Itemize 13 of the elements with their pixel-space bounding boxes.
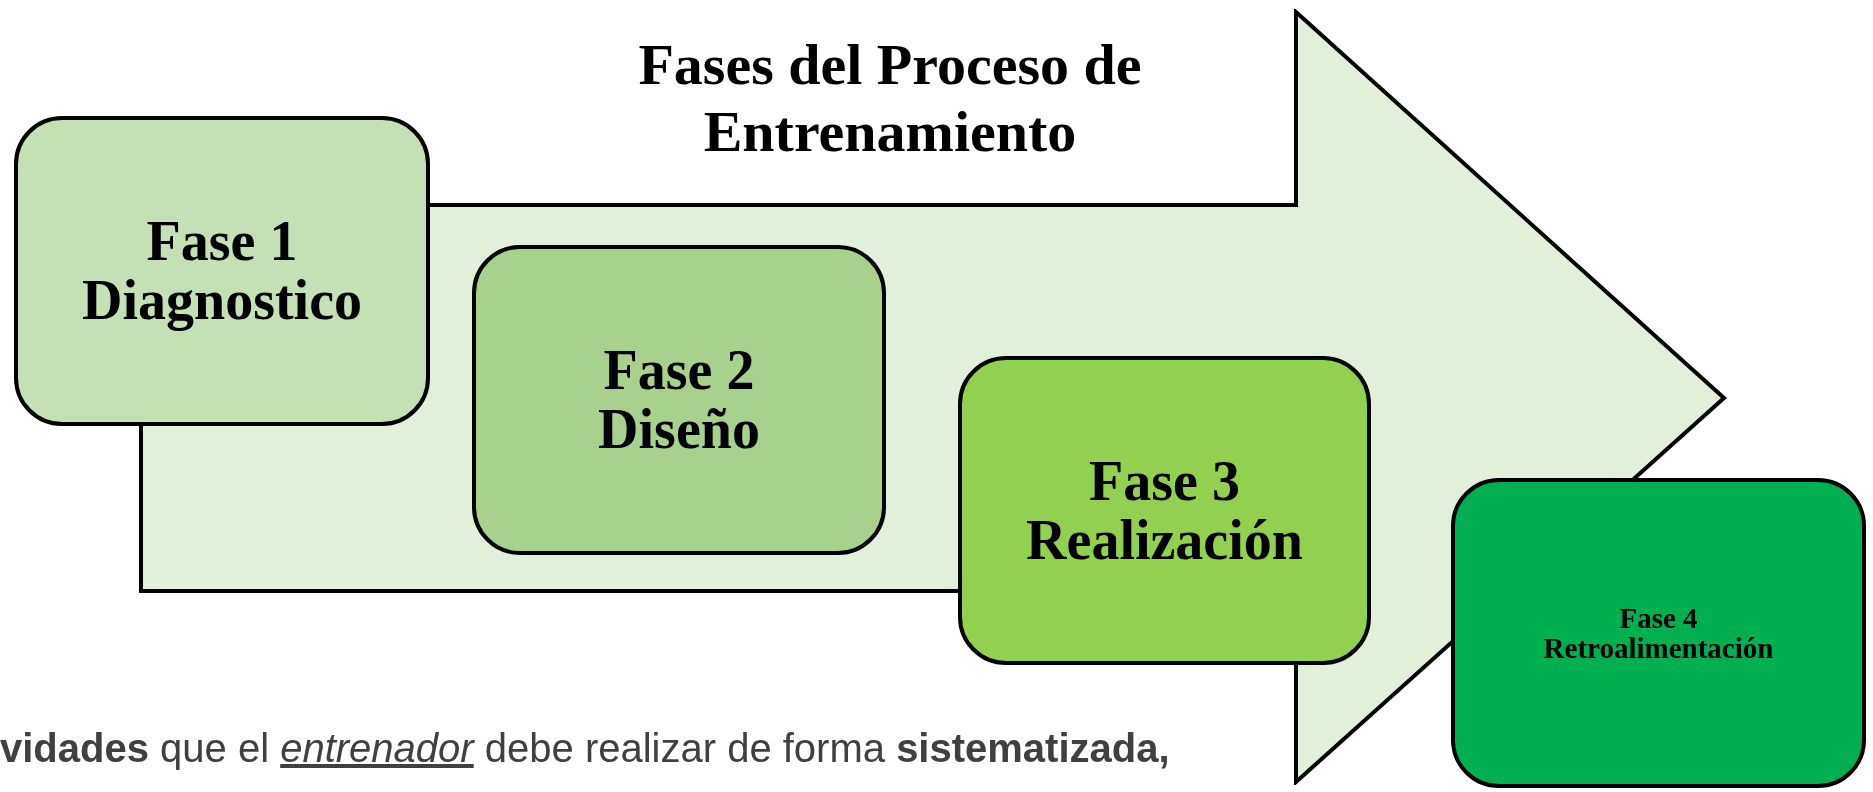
phase-name: Retroalimentación [1543, 633, 1774, 664]
phase-name: Realización [1026, 510, 1303, 570]
arrow-heading: Fases del Proceso de Entrenamiento [637, 32, 1143, 166]
phase-name: Diagnostico [82, 271, 362, 330]
phase-name: Diseño [598, 400, 760, 459]
phase-box [472, 245, 886, 555]
phase-number: Fase 2 [603, 341, 755, 400]
phase-box [14, 116, 430, 426]
phase-box [1451, 478, 1866, 788]
phase-number: Fase 4 [1619, 602, 1698, 633]
description-text: vidades que el entrenador debe realizar de forma sistematizada, [0, 726, 1170, 771]
phase-number: Fase 1 [146, 212, 298, 271]
phase-number: Fase 3 [1089, 451, 1240, 511]
